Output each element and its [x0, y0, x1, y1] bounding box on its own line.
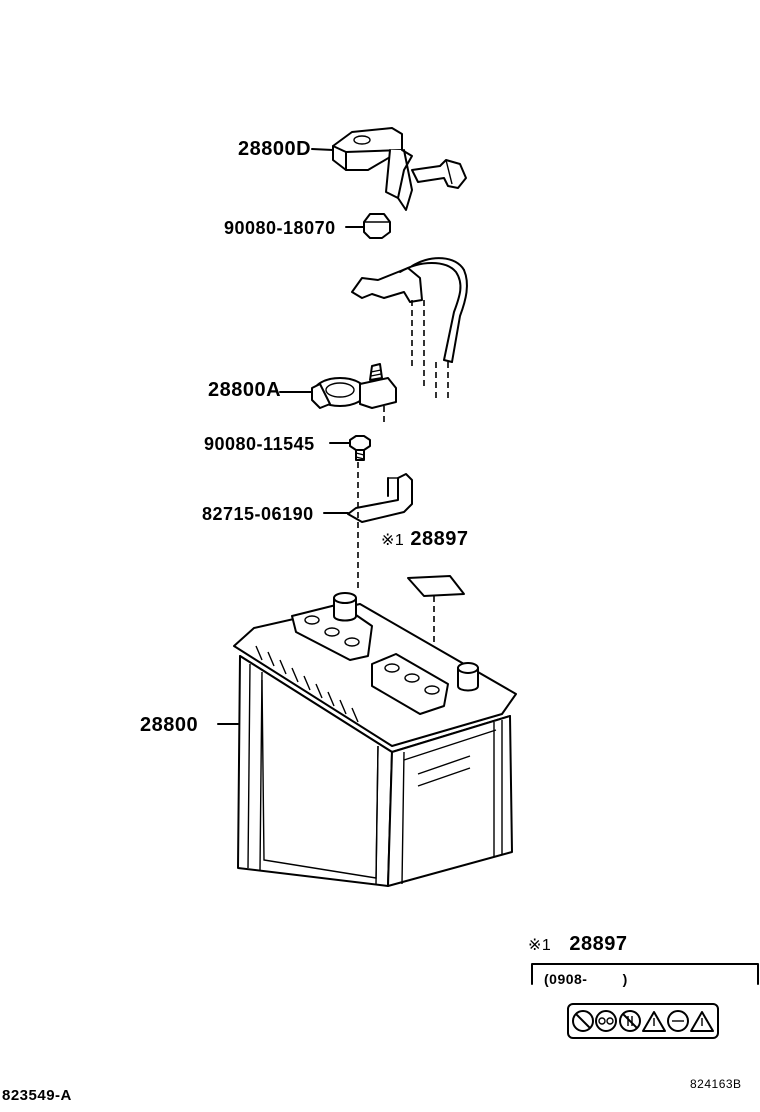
- terminal-clamp-drawing: [279, 363, 397, 426]
- terminal-cover-drawing: [311, 127, 467, 211]
- warning-icons: [572, 1010, 714, 1032]
- diagram-code-left: 823549-A: [2, 1087, 72, 1104]
- detail-part-number[interactable]: 28897: [569, 933, 628, 955]
- eye-protection-icon: [595, 1010, 617, 1032]
- diagram-code-right: 824163B: [690, 1077, 742, 1091]
- part-label-terminal-clamp[interactable]: 28800A: [208, 379, 282, 401]
- battery-drawing: [217, 592, 517, 887]
- part-label-battery[interactable]: 28800: [140, 714, 199, 736]
- label-detail-frame: [531, 963, 759, 1039]
- part-label-nut[interactable]: 90080-18070: [224, 218, 336, 238]
- battery-holder-drawing: [323, 462, 413, 590]
- keep-away-children-icon: [619, 1010, 641, 1032]
- warning-label-part-number: 28897: [410, 528, 469, 550]
- part-label-warning-label[interactable]: ※1 28897: [381, 529, 469, 549]
- acid-hazard-icon: [642, 1011, 666, 1032]
- explosion-hazard-icon: [690, 1011, 714, 1032]
- applicability-date-range: (0908- ): [544, 971, 628, 987]
- no-smoking-icon: [572, 1010, 594, 1032]
- nut-drawing: [345, 213, 391, 239]
- part-label-terminal-cover[interactable]: 28800D: [238, 138, 312, 160]
- battery-cable-drawing: [351, 257, 468, 398]
- note-mark: ※1: [381, 532, 405, 549]
- bolt-drawing: [329, 435, 371, 461]
- read-manual-icon: [667, 1010, 689, 1032]
- detail-title: ※1 28897: [528, 934, 628, 954]
- part-label-battery-holder[interactable]: 82715-06190: [202, 504, 314, 524]
- part-label-bolt[interactable]: 90080-11545: [204, 434, 315, 454]
- detail-note-mark: ※1: [528, 937, 552, 954]
